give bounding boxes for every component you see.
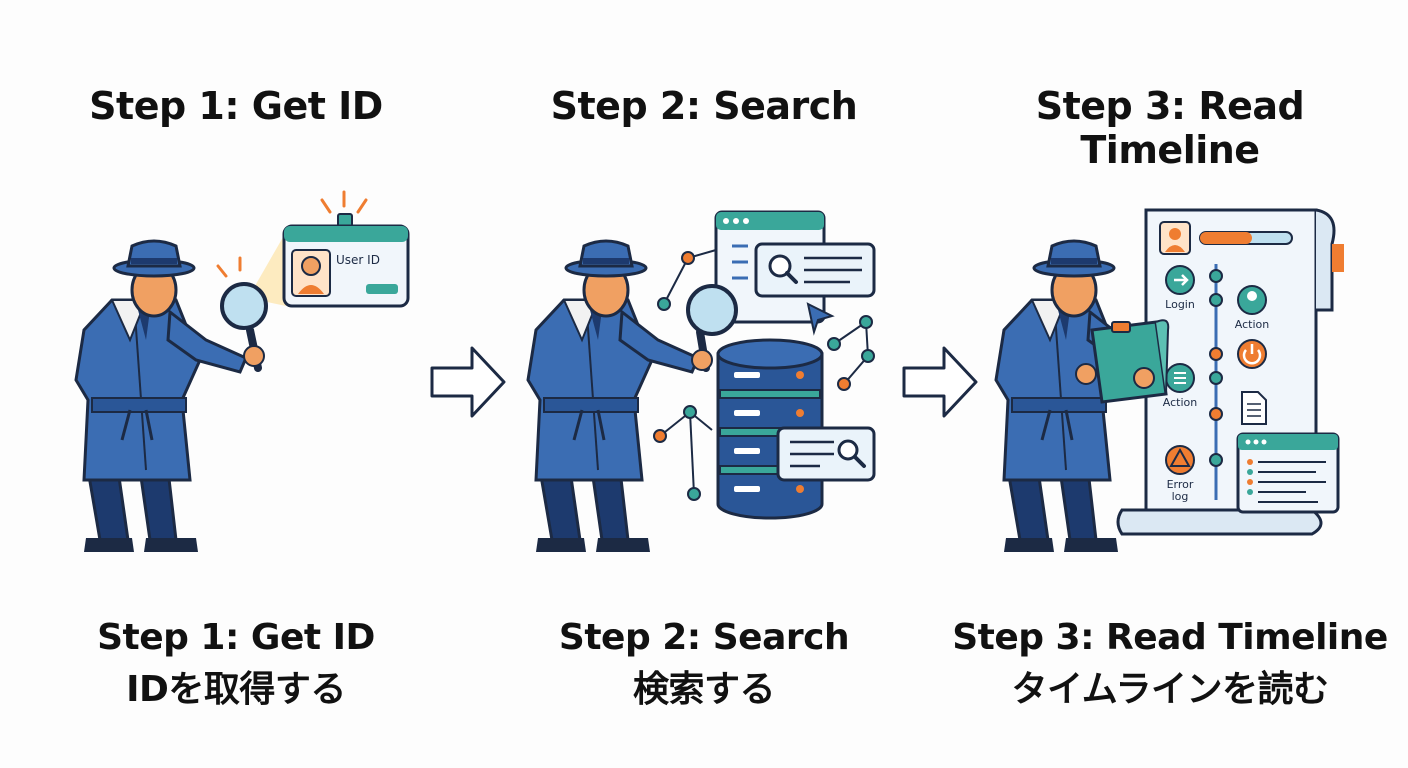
step1-illustration: User ID bbox=[74, 190, 410, 554]
user-id-card: User ID bbox=[282, 213, 410, 308]
document-icon bbox=[1241, 391, 1267, 425]
step3-caption-en: Step 3: Read Timeline bbox=[952, 617, 1388, 658]
step3-title: Step 3: Read Timeline bbox=[1035, 84, 1305, 172]
timeline-label-login: Login bbox=[1165, 298, 1195, 311]
step3-caption-ja: タイムラインを読む bbox=[1011, 669, 1329, 710]
step2-title: Step 2: Search bbox=[550, 84, 858, 128]
step1-caption: Step 1: Get ID IDを取得する bbox=[6, 612, 466, 716]
step2-illustration bbox=[526, 210, 876, 554]
arrow-right-icon-2 bbox=[902, 346, 978, 418]
magnifier-icon bbox=[220, 282, 268, 372]
timeline-label-action-1: Action bbox=[1235, 318, 1269, 331]
step2-caption-ja: 検索する bbox=[632, 669, 776, 710]
user-id-label: User ID bbox=[336, 253, 380, 267]
search-result-panel-2 bbox=[776, 426, 876, 482]
search-result-panel-1 bbox=[754, 242, 876, 298]
step2-caption: Step 2: Search 検索する bbox=[474, 612, 934, 716]
log-window bbox=[1236, 432, 1340, 514]
network-nodes bbox=[653, 251, 875, 501]
step1-caption-en: Step 1: Get ID bbox=[97, 617, 375, 658]
timeline-label-action-2: Action bbox=[1163, 396, 1197, 409]
step3-caption: Step 3: Read Timeline タイムラインを読む bbox=[940, 612, 1400, 716]
clipboard-icon bbox=[1075, 319, 1170, 404]
detective-figure-1 bbox=[74, 239, 248, 554]
cursor-icon bbox=[806, 302, 835, 336]
step1-caption-ja: IDを取得する bbox=[126, 669, 346, 710]
arrow-right-icon bbox=[430, 346, 506, 418]
step1-title: Step 1: Get ID bbox=[89, 84, 383, 128]
step2-caption-en: Step 2: Search bbox=[558, 617, 850, 658]
magnifier-icon-2 bbox=[686, 284, 738, 372]
